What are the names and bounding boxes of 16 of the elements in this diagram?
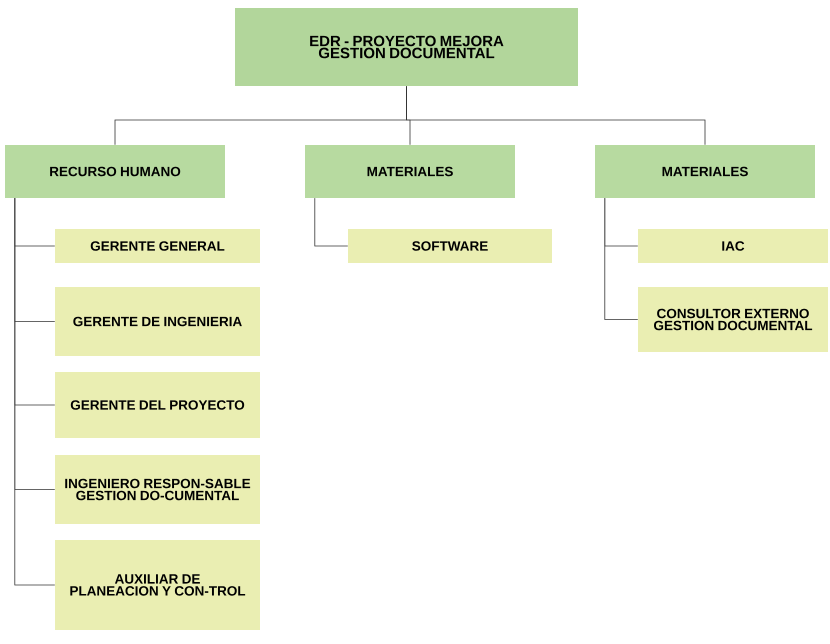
item-box: GERENTE DE INGENIERIA bbox=[55, 286, 260, 356]
item-box: INGENIERO RESPON-SABLE GESTION DO-CUMENTAL bbox=[55, 454, 260, 524]
connector-line bbox=[604, 198, 638, 320]
category-box: RECURSO HUMANO bbox=[5, 145, 225, 198]
item-box: GERENTE DEL PROYECTO bbox=[55, 372, 260, 438]
category-box: MATERIALES bbox=[305, 145, 515, 198]
item-box: CONSULTOR EXTERNO GESTION DOCUMENTAL bbox=[638, 286, 828, 352]
item-box: AUXILIAR DE PLANEACION Y CON-TROL bbox=[55, 540, 260, 630]
connector-line bbox=[314, 198, 348, 246]
connector-line bbox=[406, 86, 706, 146]
item-box: IAC bbox=[638, 229, 828, 263]
item-box: GERENTE GENERAL bbox=[55, 229, 260, 263]
connector-line bbox=[14, 198, 56, 586]
title-box: EDR - PROYECTO MEJORA GESTION DOCUMENTAL bbox=[235, 8, 578, 86]
category-box: MATERIALES bbox=[595, 145, 815, 198]
item-box: SOFTWARE bbox=[348, 229, 552, 263]
